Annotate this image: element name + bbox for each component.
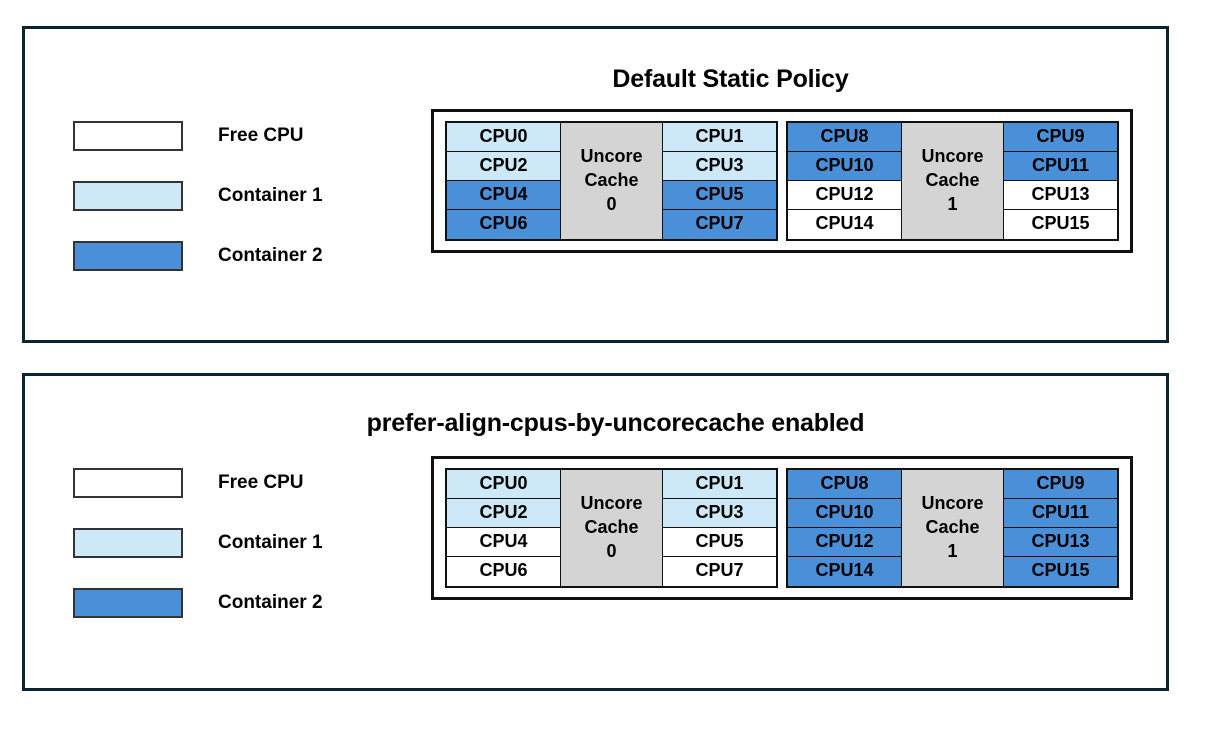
legend-swatch-container-2	[73, 241, 183, 271]
legend-swatch-container-1	[73, 528, 183, 558]
legend-item-container-1: Container 1	[73, 528, 323, 558]
cpu-column-left: CPU8 CPU10 CPU12 CPU14	[788, 123, 901, 239]
uncore-index: 1	[947, 193, 958, 214]
legend-swatch-free-cpu	[73, 121, 183, 151]
panel-title: Default Static Policy	[612, 65, 849, 93]
uncore-label-line1: Uncore	[580, 493, 643, 514]
cpu-cell: CPU2	[447, 152, 560, 181]
legend-item-container-1: Container 1	[73, 181, 323, 211]
cache-group-0: CPU0 CPU2 CPU4 CPU6 Uncore Cache 0 CPU1 …	[445, 121, 778, 241]
panel-prefer-align-cpus-by-uncorecache: prefer-align-cpus-by-uncorecache enabled…	[22, 373, 1169, 691]
cpu-column-right: CPU9 CPU11 CPU13 CPU15	[1004, 123, 1117, 239]
cache-group-1: CPU8 CPU10 CPU12 CPU14 Uncore Cache 1 CP…	[786, 121, 1119, 241]
uncore-label-line1: Uncore	[921, 146, 984, 167]
legend-item-container-2: Container 2	[73, 241, 323, 271]
legend-label-free-cpu: Free CPU	[218, 472, 304, 493]
cpu-cell: CPU6	[447, 210, 560, 239]
cpu-cell: CPU7	[663, 557, 776, 586]
cpu-cell: CPU12	[788, 528, 901, 557]
cpu-cell: CPU7	[663, 210, 776, 239]
uncore-label-line1: Uncore	[921, 493, 984, 514]
cpu-cell: CPU14	[788, 210, 901, 239]
legend-swatch-container-1	[73, 181, 183, 211]
cpu-cell: CPU10	[788, 499, 901, 528]
legend-label-container-1: Container 1	[218, 185, 323, 206]
legend-item-free-cpu: Free CPU	[73, 468, 323, 498]
uncore-cache-block: Uncore Cache 0	[560, 123, 663, 239]
cpu-cell: CPU4	[447, 181, 560, 210]
cpu-column-right: CPU1 CPU3 CPU5 CPU7	[663, 123, 776, 239]
cpu-cell: CPU11	[1004, 152, 1117, 181]
cpu-cell: CPU3	[663, 499, 776, 528]
cpu-cell: CPU4	[447, 528, 560, 557]
cache-group-1: CPU8 CPU10 CPU12 CPU14 Uncore Cache 1 CP…	[786, 468, 1119, 588]
legend: Free CPU Container 1 Container 2	[73, 468, 323, 648]
cpu-column-right: CPU1 CPU3 CPU5 CPU7	[663, 470, 776, 586]
uncore-label-line2: Cache	[584, 517, 639, 538]
cpu-cell: CPU2	[447, 499, 560, 528]
uncore-cache-block: Uncore Cache 0	[560, 470, 663, 586]
cpu-topology-diagram: CPU0 CPU2 CPU4 CPU6 Uncore Cache 0 CPU1 …	[431, 456, 1133, 600]
uncore-label-line1: Uncore	[580, 146, 643, 167]
panel-default-static-policy: Default Static Policy Free CPU Container…	[22, 26, 1169, 343]
legend-item-free-cpu: Free CPU	[73, 121, 323, 151]
cpu-cell: CPU0	[447, 470, 560, 499]
legend-item-container-2: Container 2	[73, 588, 323, 618]
cpu-cell: CPU13	[1004, 181, 1117, 210]
uncore-label-line2: Cache	[925, 170, 980, 191]
cpu-cell: CPU8	[788, 123, 901, 152]
cpu-column-right: CPU9 CPU11 CPU13 CPU15	[1004, 470, 1117, 586]
cpu-cell: CPU13	[1004, 528, 1117, 557]
cpu-cell: CPU3	[663, 152, 776, 181]
uncore-index: 0	[606, 540, 617, 561]
uncore-cache-block: Uncore Cache 1	[901, 470, 1004, 586]
cpu-cell: CPU14	[788, 557, 901, 586]
cpu-cell: CPU12	[788, 181, 901, 210]
cpu-column-left: CPU8 CPU10 CPU12 CPU14	[788, 470, 901, 586]
cpu-column-left: CPU0 CPU2 CPU4 CPU6	[447, 123, 560, 239]
legend-swatch-container-2	[73, 588, 183, 618]
cpu-topology-diagram: CPU0 CPU2 CPU4 CPU6 Uncore Cache 0 CPU1 …	[431, 109, 1133, 253]
cache-group-0: CPU0 CPU2 CPU4 CPU6 Uncore Cache 0 CPU1 …	[445, 468, 778, 588]
cpu-cell: CPU9	[1004, 470, 1117, 499]
cpu-cell: CPU5	[663, 181, 776, 210]
cpu-cell: CPU10	[788, 152, 901, 181]
cpu-cell: CPU9	[1004, 123, 1117, 152]
cpu-cell: CPU0	[447, 123, 560, 152]
cpu-cell: CPU11	[1004, 499, 1117, 528]
panel-title: prefer-align-cpus-by-uncorecache enabled	[366, 409, 865, 437]
legend-label-container-2: Container 2	[218, 592, 323, 613]
legend-label-container-2: Container 2	[218, 245, 323, 266]
uncore-index: 1	[947, 540, 958, 561]
cpu-cell: CPU15	[1004, 557, 1117, 586]
legend-label-free-cpu: Free CPU	[218, 125, 304, 146]
uncore-index: 0	[606, 193, 617, 214]
cpu-cell: CPU15	[1004, 210, 1117, 239]
legend: Free CPU Container 1 Container 2	[73, 121, 323, 301]
uncore-label-line2: Cache	[584, 170, 639, 191]
cpu-cell: CPU6	[447, 557, 560, 586]
uncore-cache-block: Uncore Cache 1	[901, 123, 1004, 239]
cpu-column-left: CPU0 CPU2 CPU4 CPU6	[447, 470, 560, 586]
legend-swatch-free-cpu	[73, 468, 183, 498]
cpu-cell: CPU1	[663, 470, 776, 499]
uncore-label-line2: Cache	[925, 517, 980, 538]
cpu-cell: CPU1	[663, 123, 776, 152]
legend-label-container-1: Container 1	[218, 532, 323, 553]
cpu-cell: CPU5	[663, 528, 776, 557]
cpu-cell: CPU8	[788, 470, 901, 499]
